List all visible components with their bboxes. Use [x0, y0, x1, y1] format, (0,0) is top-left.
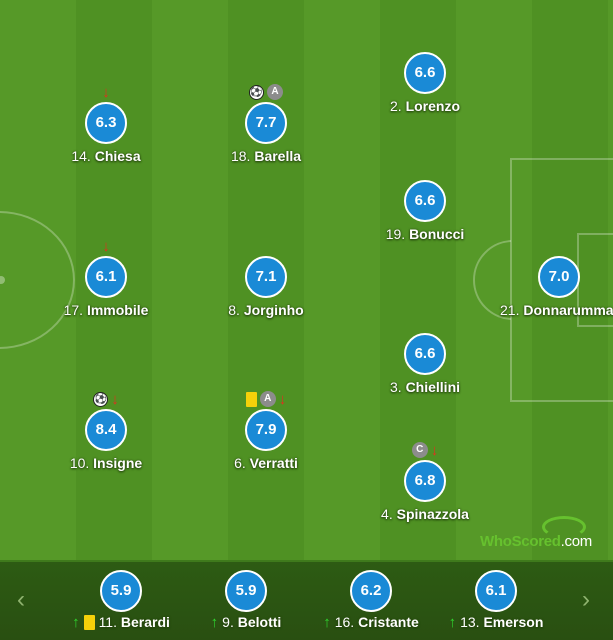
subbed-on-arrow-icon: ↑ — [323, 613, 331, 631]
subbed-on-arrow-icon: ↑ — [448, 613, 457, 631]
subbed-off-arrow-icon: ↓ — [102, 83, 110, 101]
penalty-area — [510, 158, 613, 402]
player-immobile[interactable]: ↓ 6.1 17. Immobile — [31, 236, 181, 319]
player-bonucci[interactable]: 6.6 19. Bonucci — [350, 160, 500, 242]
player-name: 10. Insigne — [69, 455, 143, 471]
player-rating: 5.9 — [100, 570, 142, 612]
player-icons — [350, 32, 500, 52]
player-jorginho[interactable]: 7.1 8. Jorginho — [191, 236, 341, 318]
player-rating: 6.2 — [350, 570, 392, 612]
yellow-card-icon — [83, 614, 95, 630]
pitch: ↓ 6.3 14. Chiesa ⚽ A 7.7 18. Barella 6.6… — [0, 0, 613, 560]
player-icons: ↓ — [31, 236, 181, 256]
subbed-off-arrow-icon: ↓ — [278, 390, 287, 408]
player-name: 11. Berardi — [98, 614, 170, 630]
sub-berardi[interactable]: 5.9 ↑ 11. Berardi — [51, 570, 191, 630]
logo-text: WhoScored.com — [480, 533, 592, 550]
player-verratti[interactable]: A ↓ 7.9 6. Verratti — [191, 389, 341, 471]
player-icons: ⚽ A — [191, 82, 341, 102]
player-name: 6. Verratti — [234, 455, 298, 471]
player-name: 13. Emerson — [460, 614, 544, 630]
player-icons: A ↓ — [191, 389, 341, 409]
player-icons — [350, 313, 500, 333]
player-icons — [500, 236, 613, 256]
player-icons — [191, 236, 341, 256]
subbed-on-arrow-icon: ↑ — [210, 613, 219, 631]
player-rating: 6.6 — [404, 180, 446, 222]
player-name: 8. Jorginho — [228, 302, 304, 318]
player-name: 17. Immobile — [63, 302, 149, 318]
player-name: 19. Bonucci — [385, 226, 465, 242]
whoscored-logo: WhoScored.com — [480, 516, 605, 552]
player-rating: 5.9 — [225, 570, 267, 612]
goal-ball-icon: ⚽ — [93, 391, 109, 407]
sub-belotti[interactable]: 5.9 ↑ 9. Belotti — [176, 570, 316, 630]
player-icons — [350, 160, 500, 180]
player-name: 16. Cristante — [334, 614, 419, 630]
player-rating: 6.1 — [85, 256, 127, 298]
sub-emerson[interactable]: 6.1 ↑ 13. Emerson — [426, 570, 566, 630]
player-chiellini[interactable]: 6.6 3. Chiellini — [350, 313, 500, 395]
player-name: 18. Barella — [230, 148, 302, 164]
player-rating: 8.4 — [85, 409, 127, 451]
sub-cristante[interactable]: 6.2 ↑ 16. Cristante — [301, 570, 441, 630]
player-donnarumma[interactable]: 7.0 21. Donnarumma — [500, 236, 613, 318]
yellow-card-icon — [245, 391, 257, 407]
player-icons: ⚽ ↓ — [31, 389, 181, 409]
goal-ball-icon: ⚽ — [249, 84, 264, 100]
subbed-on-arrow-icon: ↑ — [72, 613, 80, 631]
player-rating: 7.7 — [245, 102, 287, 144]
whoscored-logo-mark-icon — [542, 516, 586, 538]
substitutes-bar: ‹ 5.9 ↑ 11. Berardi 5.9 ↑ 9. Belotti 6.2… — [0, 560, 613, 640]
player-rating: 7.1 — [245, 256, 287, 298]
player-chiesa[interactable]: ↓ 6.3 14. Chiesa — [31, 82, 181, 165]
player-name: 14. Chiesa — [71, 148, 141, 164]
player-rating: 6.1 — [475, 570, 517, 612]
player-rating: 6.6 — [404, 52, 446, 94]
player-rating: 7.0 — [538, 256, 580, 298]
chevron-right-icon[interactable]: › — [582, 586, 590, 613]
player-rating: 7.9 — [245, 409, 287, 451]
player-rating: 6.8 — [404, 460, 446, 502]
player-icons: C ↓ — [350, 440, 500, 460]
assist-badge-icon: A — [259, 391, 276, 407]
subbed-off-arrow-icon: ↓ — [102, 237, 110, 255]
player-rating: 6.3 — [85, 102, 127, 144]
player-name: 2. Lorenzo — [389, 98, 461, 114]
player-rating: 6.6 — [404, 333, 446, 375]
player-icons: ↓ — [31, 82, 181, 102]
captain-badge-icon: C — [411, 442, 428, 458]
player-name: 3. Chiellini — [389, 379, 461, 395]
player-name: 21. Donnarumma — [500, 302, 613, 318]
subbed-off-arrow-icon: ↓ — [111, 390, 119, 408]
player-name: 4. Spinazzola — [381, 506, 469, 522]
chevron-left-icon[interactable]: ‹ — [17, 586, 25, 613]
player-insigne[interactable]: ⚽ ↓ 8.4 10. Insigne — [31, 389, 181, 471]
player-spinazzola[interactable]: C ↓ 6.8 4. Spinazzola — [350, 440, 500, 522]
subbed-off-arrow-icon: ↓ — [430, 441, 439, 459]
centre-spot — [0, 276, 5, 284]
player-name: 9. Belotti — [222, 614, 282, 630]
player-barella[interactable]: ⚽ A 7.7 18. Barella — [191, 82, 341, 164]
player-lorenzo[interactable]: 6.6 2. Lorenzo — [350, 32, 500, 114]
assist-badge-icon: A — [267, 84, 283, 100]
